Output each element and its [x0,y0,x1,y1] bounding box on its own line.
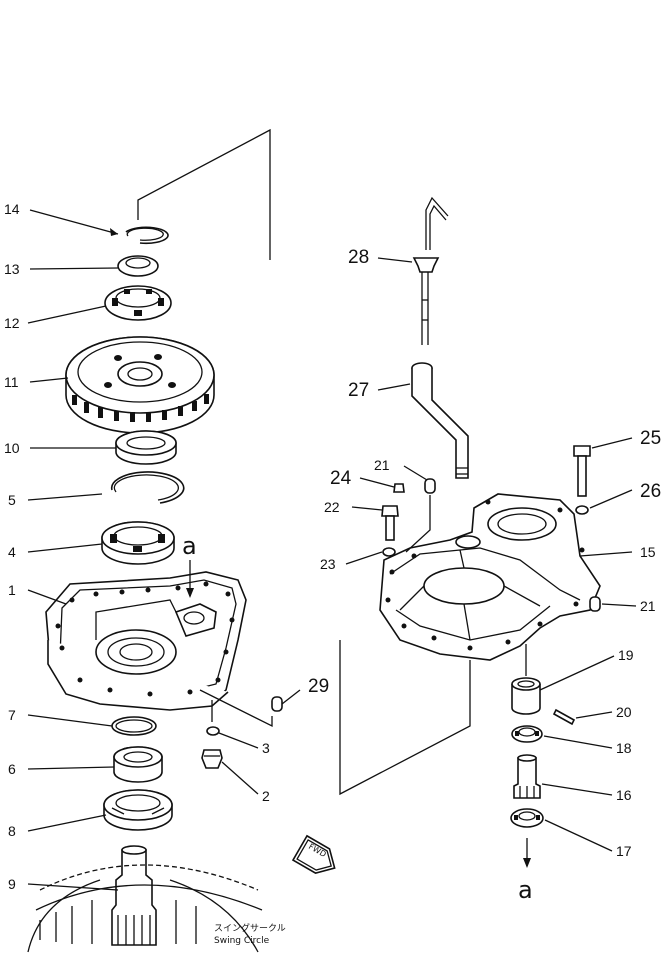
label-5: 5 [8,492,16,508]
ring-part-13 [117,255,159,277]
washer-part-23 [382,547,396,557]
bushing-part-19 [511,677,541,715]
level-gauge-part-28 [412,196,449,345]
label-23: 23 [320,556,336,572]
o-ring-part-7 [111,716,157,736]
snap-ring-part-14 [125,226,169,245]
bearing-part-18 [511,725,543,743]
label-11: 11 [4,374,19,390]
fwd-arrow-icon [291,834,336,874]
label-17: 17 [616,843,632,859]
ref-arrow-a-top [186,560,194,598]
dowel-pin-part-21-top [424,478,436,494]
label-22: 22 [324,499,340,515]
bolt-part-22 [381,505,399,541]
pinion-gear-part-16 [513,754,541,799]
label-8: 8 [8,823,16,839]
label-16: 16 [616,787,632,803]
assembly-bracket-line-right [339,640,471,796]
label-18: 18 [616,740,632,756]
ref-arrow-a-bottom [523,838,531,868]
label-25: 25 [640,428,661,449]
label-19: 19 [618,647,634,663]
part-number-labels: 14 13 12 11 10 5 4 1 7 6 8 9 3 2 29 28 2… [4,201,661,946]
washer-part-26 [575,505,589,515]
assembly-bracket-line [137,128,271,260]
pin-29-guide-line [199,689,273,728]
leader-lines-right [345,257,637,852]
ref-a-bottom: a [518,876,533,904]
label-12: 12 [4,315,20,331]
label-14: 14 [4,201,20,217]
label-21-right: 21 [640,598,656,614]
bearing-part-17 [510,808,544,828]
label-27: 27 [348,380,369,401]
label-10: 10 [4,440,20,456]
housing-part-1 [45,571,247,711]
label-24: 24 [330,468,352,489]
label-29: 29 [308,676,329,697]
swing-circle-label-en: Swing Circle [214,936,270,946]
label-7: 7 [8,707,16,723]
ref-a-top: a [182,532,197,560]
plug-part-24 [393,483,405,493]
ring-part-10 [115,430,177,465]
label-26: 26 [640,481,661,502]
bearing-part-6 [113,746,163,783]
bearing-part-4 [101,521,175,565]
bearing-part-12 [104,285,172,321]
label-1: 1 [8,582,16,598]
label-4: 4 [8,544,16,560]
dowel-pin-part-21-right [589,596,601,612]
dowel-pin-part-29 [271,696,283,712]
label-9: 9 [8,876,16,892]
label-15: 15 [640,544,656,560]
label-28: 28 [348,247,369,268]
pinion-shaft-part-9 [111,845,157,946]
o-ring-part-3 [206,726,220,736]
label-20: 20 [616,704,632,720]
pin-part-20 [552,708,576,726]
label-3: 3 [262,740,270,756]
swing-circle-outline [27,864,263,953]
label-6: 6 [8,761,16,777]
bolt-part-25 [573,445,591,497]
label-21-top: 21 [374,457,390,473]
swing-circle-label-jp: スイングサークル [214,922,286,934]
plug-part-2 [201,749,223,769]
leader-lines-left [27,209,301,891]
bearing-part-8 [103,789,173,831]
gauge-pipe-part-27 [411,362,469,479]
snap-ring-part-5 [110,471,185,504]
label-2: 2 [262,788,270,804]
gear-part-11 [65,336,215,434]
pin-21-guide-line [405,495,431,553]
case-part-15 [379,493,601,661]
label-13: 13 [4,261,20,277]
